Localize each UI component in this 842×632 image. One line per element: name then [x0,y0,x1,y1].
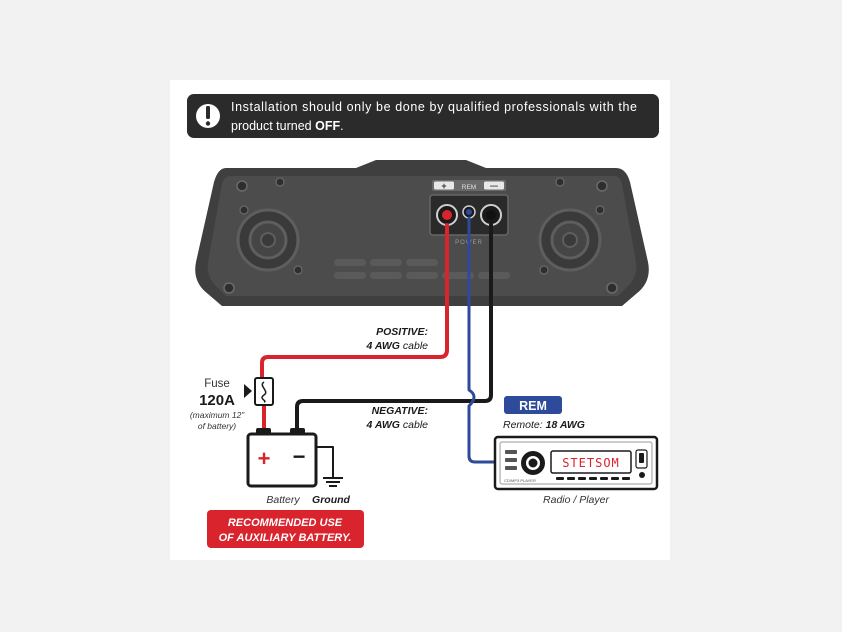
terminal-rem-label: REM [462,184,476,191]
recommendation-box: RECOMMENDED USE OF AUXILIARY BATTERY. [207,510,364,548]
positive-cable-label: POSITIVE: 4 AWG cable [366,326,429,352]
ground: Ground [312,477,351,506]
left-vent-icon [236,208,300,272]
remote-gauge-line: Remote: 18 AWG [503,419,585,431]
battery-minus-icon: − [293,444,306,469]
battery: + − Battery [246,428,318,506]
terminal-block: POWER [429,194,509,246]
amp-slots [334,259,510,279]
rem-badge-text: REM [519,399,547,413]
fuse-rating: 120A [199,392,235,409]
recommendation-line2: OF AUXILIARY BATTERY. [219,532,352,544]
negative-title: NEGATIVE: [372,405,428,417]
negative-gauge-line: 4 AWG cable [366,419,429,431]
positive-wire [260,223,449,380]
fuse-icon [261,381,267,403]
warning-banner: Installation should only be done by qual… [187,94,659,138]
negative-wire [295,223,493,434]
terminal-labels: + REM — [432,180,506,191]
remote-wire [467,216,499,464]
warning-text-line1: Installation should only be done by qual… [231,100,637,114]
radio-small-label: CD/MP3 PLAYER [504,478,536,483]
radio-display: STETSOM [562,456,620,470]
amplifier: + REM — POWER [195,160,649,306]
ground-wire [316,446,334,479]
warning-text-line2: product turned OFF. [231,119,344,133]
radio-caption: Radio / Player [543,494,609,506]
ground-label: Ground [312,494,350,506]
terminal-plus-label: + [441,181,446,191]
wires [260,216,499,479]
fuse-arrow-icon [244,384,252,398]
rem-badge: REM Remote: 18 AWG [503,396,585,431]
recommendation-line1: RECOMMENDED USE [228,517,343,529]
radio-player: STETSOM CD/MP3 PLAYER Radio / Player [493,435,659,506]
fuse-note-line2: of battery) [198,421,236,431]
fuse-note-line1: (maximum 12” [190,410,245,420]
negative-cable-label: NEGATIVE: 4 AWG cable [366,405,429,431]
radio-buttons [556,477,630,480]
fuse: Fuse 120A (maximum 12” of battery) [190,377,274,431]
positive-gauge-line: 4 AWG cable [366,340,429,352]
right-vent-icon [538,208,602,272]
terminal-minus-label: — [490,182,498,191]
fuse-label: Fuse [204,378,230,390]
exclamation-icon [196,104,220,128]
battery-label: Battery [266,494,300,506]
battery-plus-icon: + [258,446,271,471]
ground-icon [323,477,343,487]
positive-title: POSITIVE: [376,326,428,338]
